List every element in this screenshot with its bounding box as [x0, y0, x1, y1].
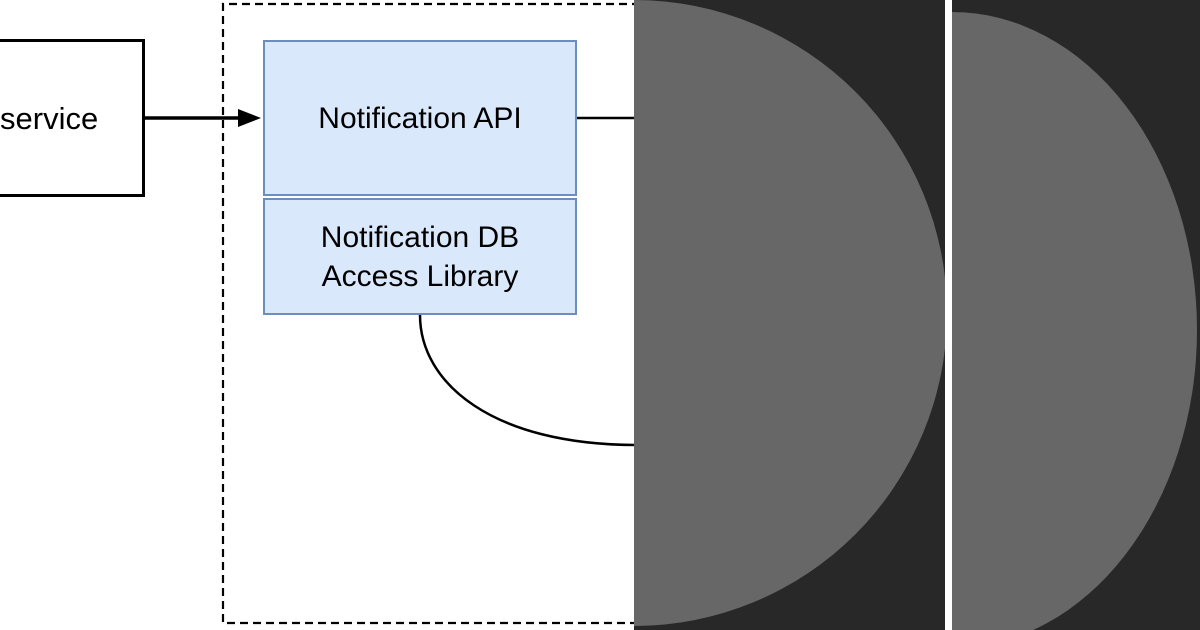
gray-circle-left [634, 0, 945, 626]
node-notification-db-access-library-label: Notification DB Access Library [320, 220, 520, 293]
node-notification-api-label: Notification API [318, 101, 522, 135]
curve-db-to-bottom-right [418, 314, 638, 447]
gray-circle-right [952, 12, 1197, 630]
arrowhead-icon [238, 109, 261, 127]
node-notification-db-access-library: Notification DB Access Library [263, 198, 577, 315]
dark-panel-left [634, 0, 945, 630]
dark-panel-right [952, 0, 1200, 630]
node-service-label: service [0, 100, 99, 136]
node-service: service [0, 39, 145, 197]
node-notification-api: Notification API [263, 40, 577, 196]
